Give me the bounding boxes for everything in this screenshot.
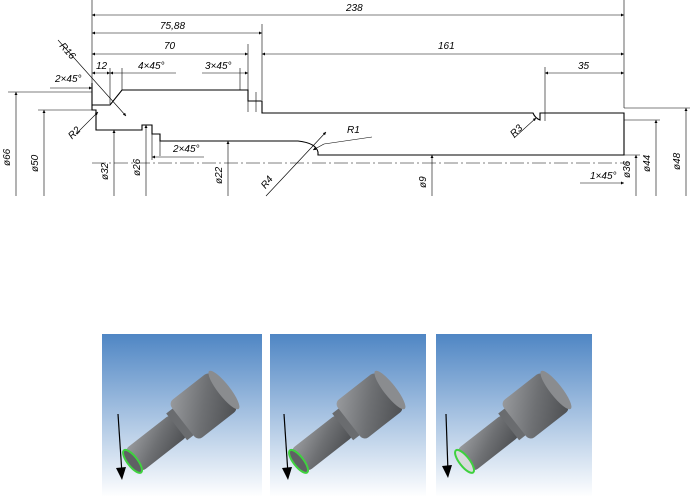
shaft-3d-icon [102,334,262,497]
arrow-icon [117,413,123,475]
dim-d26-text: ø26 [132,158,143,176]
dim-r1-text: R1 [347,125,360,136]
dim-75-88-text: 75,88 [160,21,185,32]
dim-35: 35 [544,61,624,113]
dim-chamfer-2x45-bottom: 2×45° [152,144,204,159]
dim-d48: ø48 [624,107,690,196]
dim-d32-text: ø32 [100,162,111,180]
dim-chamfer-1x45: 1×45° [580,171,624,185]
shaft-3d-view-1 [102,334,262,497]
dim-d22: ø22 [214,141,230,196]
arrow-icon [283,413,289,475]
dim-d44-text: ø44 [642,154,653,172]
dim-d36-text: ø36 [622,160,633,178]
dim-12: 12 [92,61,111,104]
dim-d26: ø26 [132,125,148,196]
dim-d48-text: ø48 [672,152,683,170]
dim-r1: R1 [312,125,373,151]
shaft-3d-icon [436,334,592,497]
dim-chamfer-4x45: 4×45° [110,61,176,90]
dim-d66: ø66 [2,91,92,196]
dim-d32: ø32 [100,130,116,196]
dim-chamfer-3x45: 3×45° [202,61,248,90]
dim-d36: ø36 [618,154,640,196]
dim-d50-text: ø50 [30,154,41,172]
shaft-profile [91,83,625,156]
dim-35-text: 35 [578,61,590,72]
dim-r3: R3 [508,117,537,140]
dim-r3-text: R3 [508,123,525,140]
dim-d50: ø50 [30,109,92,196]
shaft-3d-view-2 [270,334,426,497]
dim-d9-text: ø9 [418,176,429,188]
shaft-technical-drawing: 238 75,88 70 161 35 12 4×45° 3×45° 2×45° [2,0,690,197]
dim-238-text: 238 [345,3,363,14]
dim-r4: R4 [259,131,327,197]
dim-161: 161 [262,41,624,56]
arrow-icon [445,413,449,473]
dim-r2-text: R2 [66,125,83,142]
dim-chamfer-1x45-text: 1×45° [590,171,617,182]
dim-d44: ø44 [624,119,660,196]
dim-70: 70 [92,41,249,90]
dim-chamfer-2x45-top-text: 2×45° [54,74,82,85]
dim-d22-text: ø22 [214,166,225,184]
dim-d66-text: ø66 [2,148,13,166]
dim-chamfer-2x45-bottom-text: 2×45° [172,144,200,155]
dim-d9: ø9 [418,155,434,196]
dim-r2: R2 [66,111,99,142]
shaft-3d-view-3 [436,334,592,497]
dim-12-text: 12 [96,61,108,72]
dim-chamfer-4x45-text: 4×45° [138,61,165,72]
dim-chamfer-2x45-top: 2×45° [50,74,92,90]
dim-chamfer-3x45-text: 3×45° [205,61,232,72]
dim-r16-text: R16 [57,41,78,62]
dim-70-text: 70 [164,41,176,52]
dim-75-88: 75,88 [92,21,263,100]
dim-161-text: 161 [438,41,455,52]
shaft-3d-icon [270,334,426,497]
